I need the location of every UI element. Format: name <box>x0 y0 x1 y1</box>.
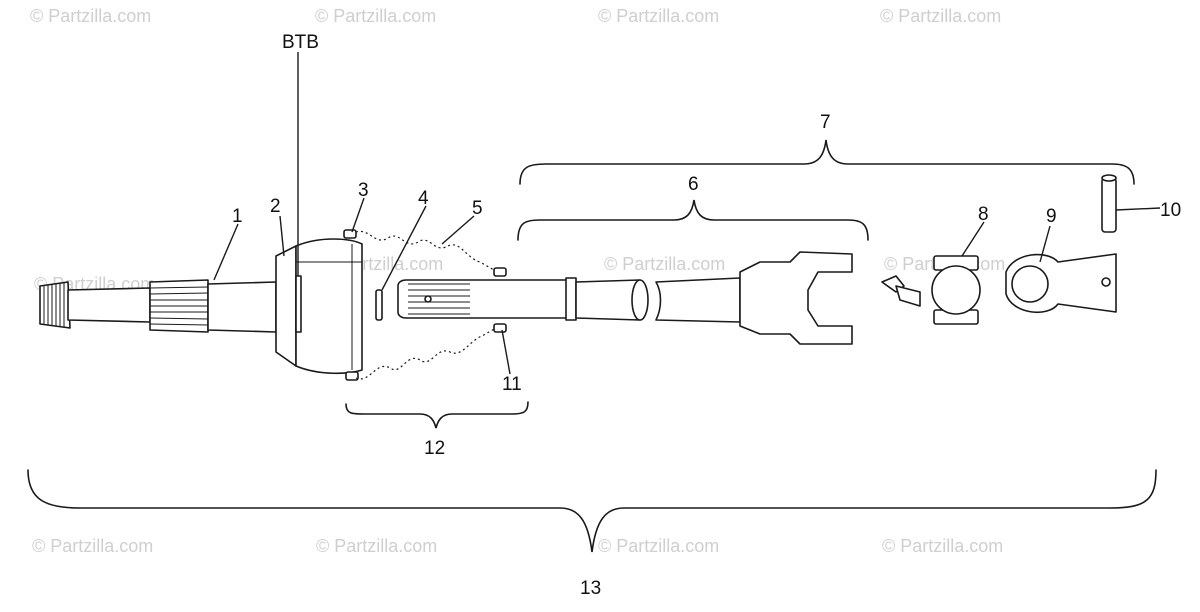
watermark-9: © Partzilla.com <box>32 536 153 556</box>
watermark-12: © Partzilla.com <box>882 536 1003 556</box>
callout-11: 11 <box>502 374 522 395</box>
part-9-flange-yoke <box>1005 253 1117 313</box>
watermark-11: © Partzilla.com <box>598 536 719 556</box>
callout-12: 12 <box>424 438 445 459</box>
part-2-cv-housing <box>275 238 363 375</box>
part-4-circlip <box>375 289 383 321</box>
callout-1: 1 <box>232 206 243 227</box>
callout-2: 2 <box>270 196 281 217</box>
watermark-4: © Partzilla.com <box>880 6 1001 26</box>
brace-6 <box>517 199 869 241</box>
callout-10: 10 <box>1160 200 1181 221</box>
callout-3: 3 <box>358 180 369 201</box>
callout-labels: BTB 1 2 3 4 5 6 7 8 9 10 11 12 13 <box>232 32 1181 599</box>
part-6-drive-shaft <box>397 251 853 345</box>
callout-6: 6 <box>688 174 699 195</box>
callout-5: 5 <box>472 198 483 219</box>
brace-12 <box>345 401 529 429</box>
callout-4: 4 <box>418 188 429 209</box>
watermark-1: © Partzilla.com <box>30 6 151 26</box>
callout-13: 13 <box>580 578 601 599</box>
callout-7: 7 <box>820 112 831 133</box>
watermark-2: © Partzilla.com <box>315 6 436 26</box>
leader-lines <box>213 52 1161 375</box>
part-11-boot-clamp <box>493 267 507 333</box>
callout-btb: BTB <box>282 32 319 53</box>
part-8-u-joint-cross <box>881 255 981 325</box>
watermark-10: © Partzilla.com <box>316 536 437 556</box>
brace-lines <box>27 139 1157 553</box>
part-3-boot-clamp-upper <box>343 229 359 381</box>
brace-7 <box>519 139 1135 185</box>
part-5-boot <box>355 230 497 380</box>
callout-9: 9 <box>1046 206 1057 227</box>
brace-13 <box>27 469 1157 553</box>
watermark-7: © Partzilla.com <box>604 254 725 274</box>
part-10-roll-pin <box>1101 174 1117 233</box>
btb-marker <box>295 275 302 333</box>
part-1-stub-shaft <box>39 279 277 333</box>
callout-8: 8 <box>978 204 989 225</box>
watermark-3: © Partzilla.com <box>598 6 719 26</box>
